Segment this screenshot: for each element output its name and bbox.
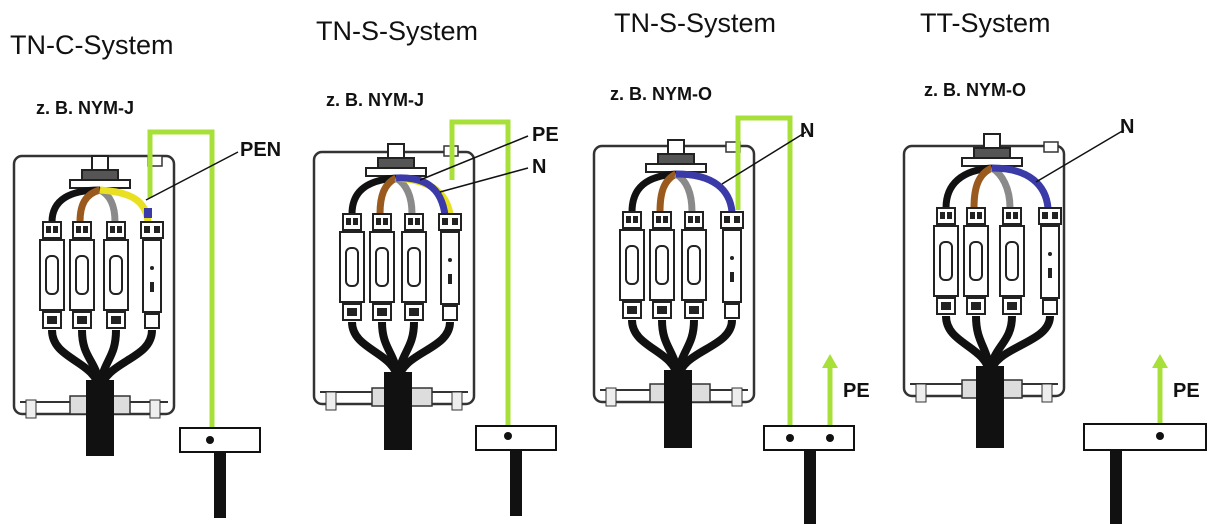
panel-3-pe-label: PE (843, 380, 870, 402)
panel-1-cable-label: z. B. NYM-J (36, 98, 135, 118)
pen-label: PEN (240, 139, 282, 161)
panel-2-pe-label: PE (532, 124, 559, 146)
panel-3-diagram (592, 115, 855, 524)
panel-1-title: TN-C-System (10, 30, 174, 60)
panel-3-title: TN-S-System (614, 8, 776, 38)
panel-2-diagram (312, 119, 557, 517)
panel-2-cable-label: z. B. NYM-J (326, 90, 425, 110)
panel-3-n-label: N (800, 120, 815, 142)
panel-4-pe-label: PE (1173, 380, 1200, 402)
panel-3-cable-label: z. B. NYM-O (610, 84, 712, 104)
panel-4-cable-label: z. B. NYM-O (924, 80, 1026, 100)
panel-1-diagram (12, 129, 261, 519)
panel-4-title: TT-System (920, 8, 1051, 38)
panel-4-diagram (902, 129, 1207, 524)
panel-2-n-label: N (532, 156, 547, 178)
panel-2-title: TN-S-System (316, 16, 478, 46)
panel-4-n-label: N (1120, 116, 1135, 138)
